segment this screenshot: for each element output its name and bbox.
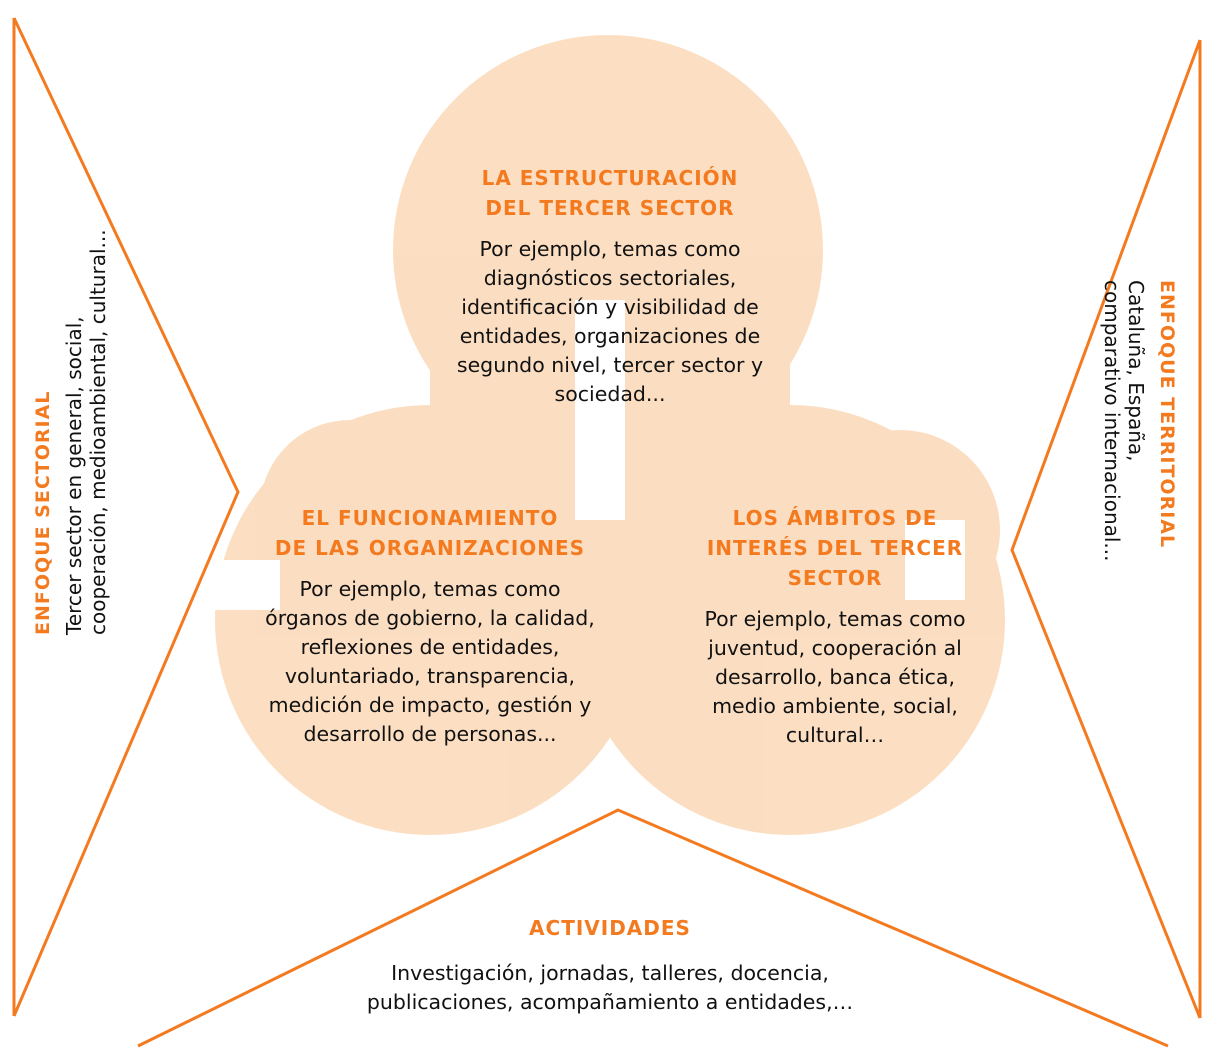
areas-of-interest-title: LOS ÁMBITOS DE INTERÉS DEL TERCER SECTOR <box>655 503 1015 593</box>
structuring-body-line: identificación y visibilidad de <box>461 295 759 319</box>
functioning-title-line: EL FUNCIONAMIENTO <box>301 506 559 530</box>
sectoral-focus-body-line: cooperación, medioambiental, cultural... <box>86 229 110 635</box>
sectoral-focus-panel: ENFOQUE SECTORIAL Tercer sector en gener… <box>30 229 110 635</box>
structuring-block: LA ESTRUCTURACIÓN DEL TERCER SECTOR Por … <box>395 163 825 409</box>
activities-title: ACTIVIDADES <box>529 916 691 940</box>
functioning-body-line: voluntariado, transparencia, <box>284 664 576 688</box>
structuring-title-line: LA ESTRUCTURACIÓN <box>481 166 739 190</box>
areas-of-interest-title-line: LOS ÁMBITOS DE <box>732 506 938 530</box>
areas-of-interest-body-line: cultural… <box>785 723 885 747</box>
areas-of-interest-body-line: juventud, cooperación al <box>708 636 962 660</box>
structuring-title-line: DEL TERCER SECTOR <box>485 196 735 220</box>
structuring-body-line: sociedad... <box>554 382 666 406</box>
territorial-focus-body: Cataluña, España, comparativo internacio… <box>1100 280 1148 562</box>
structuring-title: LA ESTRUCTURACIÓN DEL TERCER SECTOR <box>395 163 825 223</box>
functioning-body-line: desarrollo de personas... <box>303 722 557 746</box>
functioning-body-line: Por ejemplo, temas como <box>299 577 561 601</box>
areas-of-interest-body-line: medio ambiente, social, <box>712 694 958 718</box>
sectoral-focus-body-line: Tercer sector en general, social, <box>62 316 86 635</box>
territorial-focus-title: ENFOQUE TERRITORIAL <box>1156 280 1178 549</box>
functioning-block: EL FUNCIONAMIENTO DE LAS ORGANIZACIONES … <box>215 503 645 749</box>
activities-body-line: publicaciones, acompañamiento a entidade… <box>366 990 854 1014</box>
sectoral-focus-title: ENFOQUE SECTORIAL <box>32 390 54 635</box>
activities-body-line: Investigación, jornadas, talleres, docen… <box>391 961 829 985</box>
areas-of-interest-block: LOS ÁMBITOS DE INTERÉS DEL TERCER SECTOR… <box>655 503 1015 750</box>
watermark-cutouts <box>200 300 965 610</box>
areas-of-interest-body-line: desarrollo, banca ética, <box>714 665 956 689</box>
structuring-body-line: diagnósticos sectoriales, <box>483 266 737 290</box>
areas-of-interest-title-line: SECTOR <box>787 566 883 590</box>
areas-of-interest-body-line: Por ejemplo, temas como <box>704 607 966 631</box>
structuring-body-line: segundo nivel, tercer sector y <box>456 353 764 377</box>
structuring-body-line: Por ejemplo, temas como <box>479 237 741 261</box>
territorial-focus-panel: ENFOQUE TERRITORIAL Cataluña, España, co… <box>1100 280 1180 562</box>
functioning-body-line: órganos de gobierno, la calidad, <box>265 606 595 630</box>
activities-body: Investigación, jornadas, talleres, docen… <box>330 959 890 1017</box>
functioning-body: Por ejemplo, temas como órganos de gobie… <box>215 575 645 749</box>
functioning-body-line: medición de impacto, gestión y <box>268 693 592 717</box>
structuring-body: Por ejemplo, temas como diagnósticos sec… <box>395 235 825 409</box>
frame-lines <box>12 17 1202 1048</box>
territorial-focus-body-line: comparativo internacional... <box>1100 280 1124 562</box>
territorial-focus-body-line: Cataluña, España, <box>1124 280 1148 462</box>
bottom-chevron-outline <box>137 808 1169 1048</box>
functioning-title-line: DE LAS ORGANIZACIONES <box>274 536 586 560</box>
functioning-title: EL FUNCIONAMIENTO DE LAS ORGANIZACIONES <box>215 503 645 563</box>
areas-of-interest-body: Por ejemplo, temas como juventud, cooper… <box>655 605 1015 750</box>
structuring-body-line: entidades, organizaciones de <box>459 324 761 348</box>
left-chevron-outline <box>12 17 240 1017</box>
activities-block: ACTIVIDADES Investigación, jornadas, tal… <box>330 913 890 1017</box>
sectoral-focus-body: Tercer sector en general, social, cooper… <box>62 229 110 635</box>
areas-of-interest-title-line: INTERÉS DEL TERCER <box>706 536 964 560</box>
right-chevron-outline <box>1010 39 1202 1019</box>
functioning-body-line: reflexiones de entidades, <box>300 635 560 659</box>
